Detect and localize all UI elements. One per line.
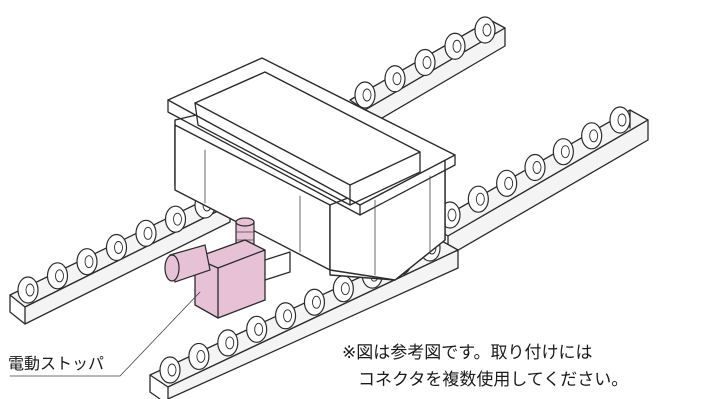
- roller-hub: [167, 363, 177, 377]
- roller-wheel: [217, 329, 239, 357]
- roller-wheel: [135, 219, 157, 247]
- roller-wheel: [354, 81, 376, 109]
- roller-hub: [532, 161, 542, 174]
- roller-wheel: [17, 276, 39, 304]
- roller-wheel: [444, 32, 466, 60]
- roller-wheel: [332, 275, 354, 303]
- roller-hub: [225, 336, 235, 350]
- roller-hub: [504, 176, 514, 190]
- roller-hub: [447, 208, 457, 222]
- roller-hub: [392, 72, 402, 86]
- roller-hub: [475, 192, 485, 206]
- roller-wheel: [246, 315, 268, 343]
- roller-hub: [362, 88, 372, 102]
- roller-wheel: [414, 48, 436, 77]
- stopper-leader-line: [9, 291, 201, 377]
- roller-hub: [84, 255, 94, 269]
- roller-wheel: [188, 342, 210, 371]
- roller-hub: [55, 269, 64, 283]
- roller-hub: [422, 56, 432, 69]
- roller-wheel: [467, 185, 489, 213]
- tote-box: [167, 57, 456, 281]
- roller-wheel: [159, 356, 181, 384]
- note-line-1: ※図は参考図です。取り付けには: [342, 343, 593, 363]
- roller-wheel: [496, 169, 518, 197]
- roller-wheel: [164, 205, 187, 233]
- roller-wheel: [474, 16, 496, 44]
- roller-wheel: [524, 153, 546, 182]
- roller-wheel: [46, 262, 69, 290]
- roller-hub: [283, 309, 293, 323]
- roller-hub: [617, 113, 627, 127]
- electric-stopper: [164, 217, 291, 319]
- roller-wheel: [274, 302, 297, 330]
- roller-wheel: [105, 233, 128, 262]
- roller-hub: [482, 23, 492, 37]
- roller-hub: [589, 129, 599, 143]
- roller-hub: [173, 212, 182, 226]
- back-rail-rollers: [17, 16, 496, 304]
- roller-hub: [254, 322, 264, 336]
- roller-hub: [196, 349, 206, 363]
- roller-hub: [560, 145, 570, 159]
- roller-wheel: [384, 65, 406, 93]
- stopper-label: 電動ストッパ: [8, 354, 105, 373]
- roller-wheel: [552, 138, 574, 166]
- roller-hub: [25, 283, 35, 297]
- roller-wheel: [303, 288, 326, 316]
- roller-hub: [452, 39, 462, 53]
- roller-hub: [340, 282, 350, 296]
- roller-wheel: [581, 122, 603, 150]
- roller-hub: [114, 241, 123, 254]
- roller-wheel: [76, 248, 98, 276]
- roller-wheel: [609, 106, 631, 134]
- roller-hub: [311, 295, 321, 309]
- roller-hub: [143, 226, 153, 240]
- note-line-2: コネクタを複数使用してください。: [358, 370, 629, 390]
